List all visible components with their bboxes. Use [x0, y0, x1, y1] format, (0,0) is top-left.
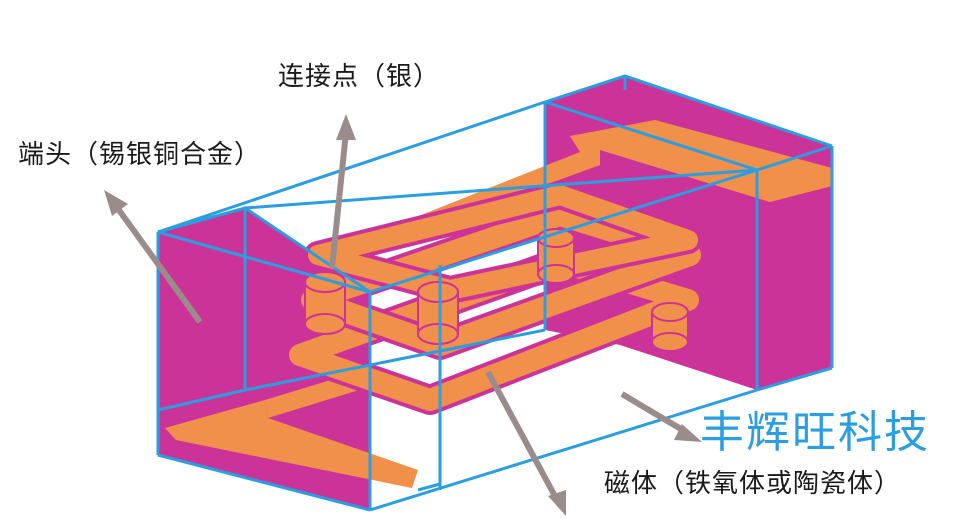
arrow-core [620, 391, 702, 442]
coil-layers [285, 181, 705, 415]
label-contact-point: 连接点（银） [278, 62, 441, 92]
pillar-center [417, 281, 459, 345]
body-wireframe [156, 74, 834, 512]
right-terminal-side-face [757, 146, 832, 390]
label-magnetic-core: 磁体（铁氧体或陶瓷体） [604, 469, 902, 499]
pillar-left-front [304, 271, 346, 335]
arrow-terminal [104, 190, 203, 324]
arrow-coil [485, 370, 566, 516]
right-lead-strip [320, 120, 832, 262]
right-terminal-top-face [545, 76, 832, 170]
left-terminal-side-face [158, 208, 245, 410]
coil-layer-top [308, 185, 698, 300]
coil-layer-middle [301, 204, 701, 356]
left-lead-strip-bottom [165, 400, 418, 488]
right-lead-strip-shape [320, 120, 832, 262]
pointer-arrows [104, 114, 702, 516]
label-terminal: 端头（锡银铜合金） [18, 140, 262, 170]
pillar-right [651, 302, 689, 352]
arrow-contact [329, 114, 356, 269]
watermark-brand: 丰辉旺科技 [700, 407, 930, 458]
